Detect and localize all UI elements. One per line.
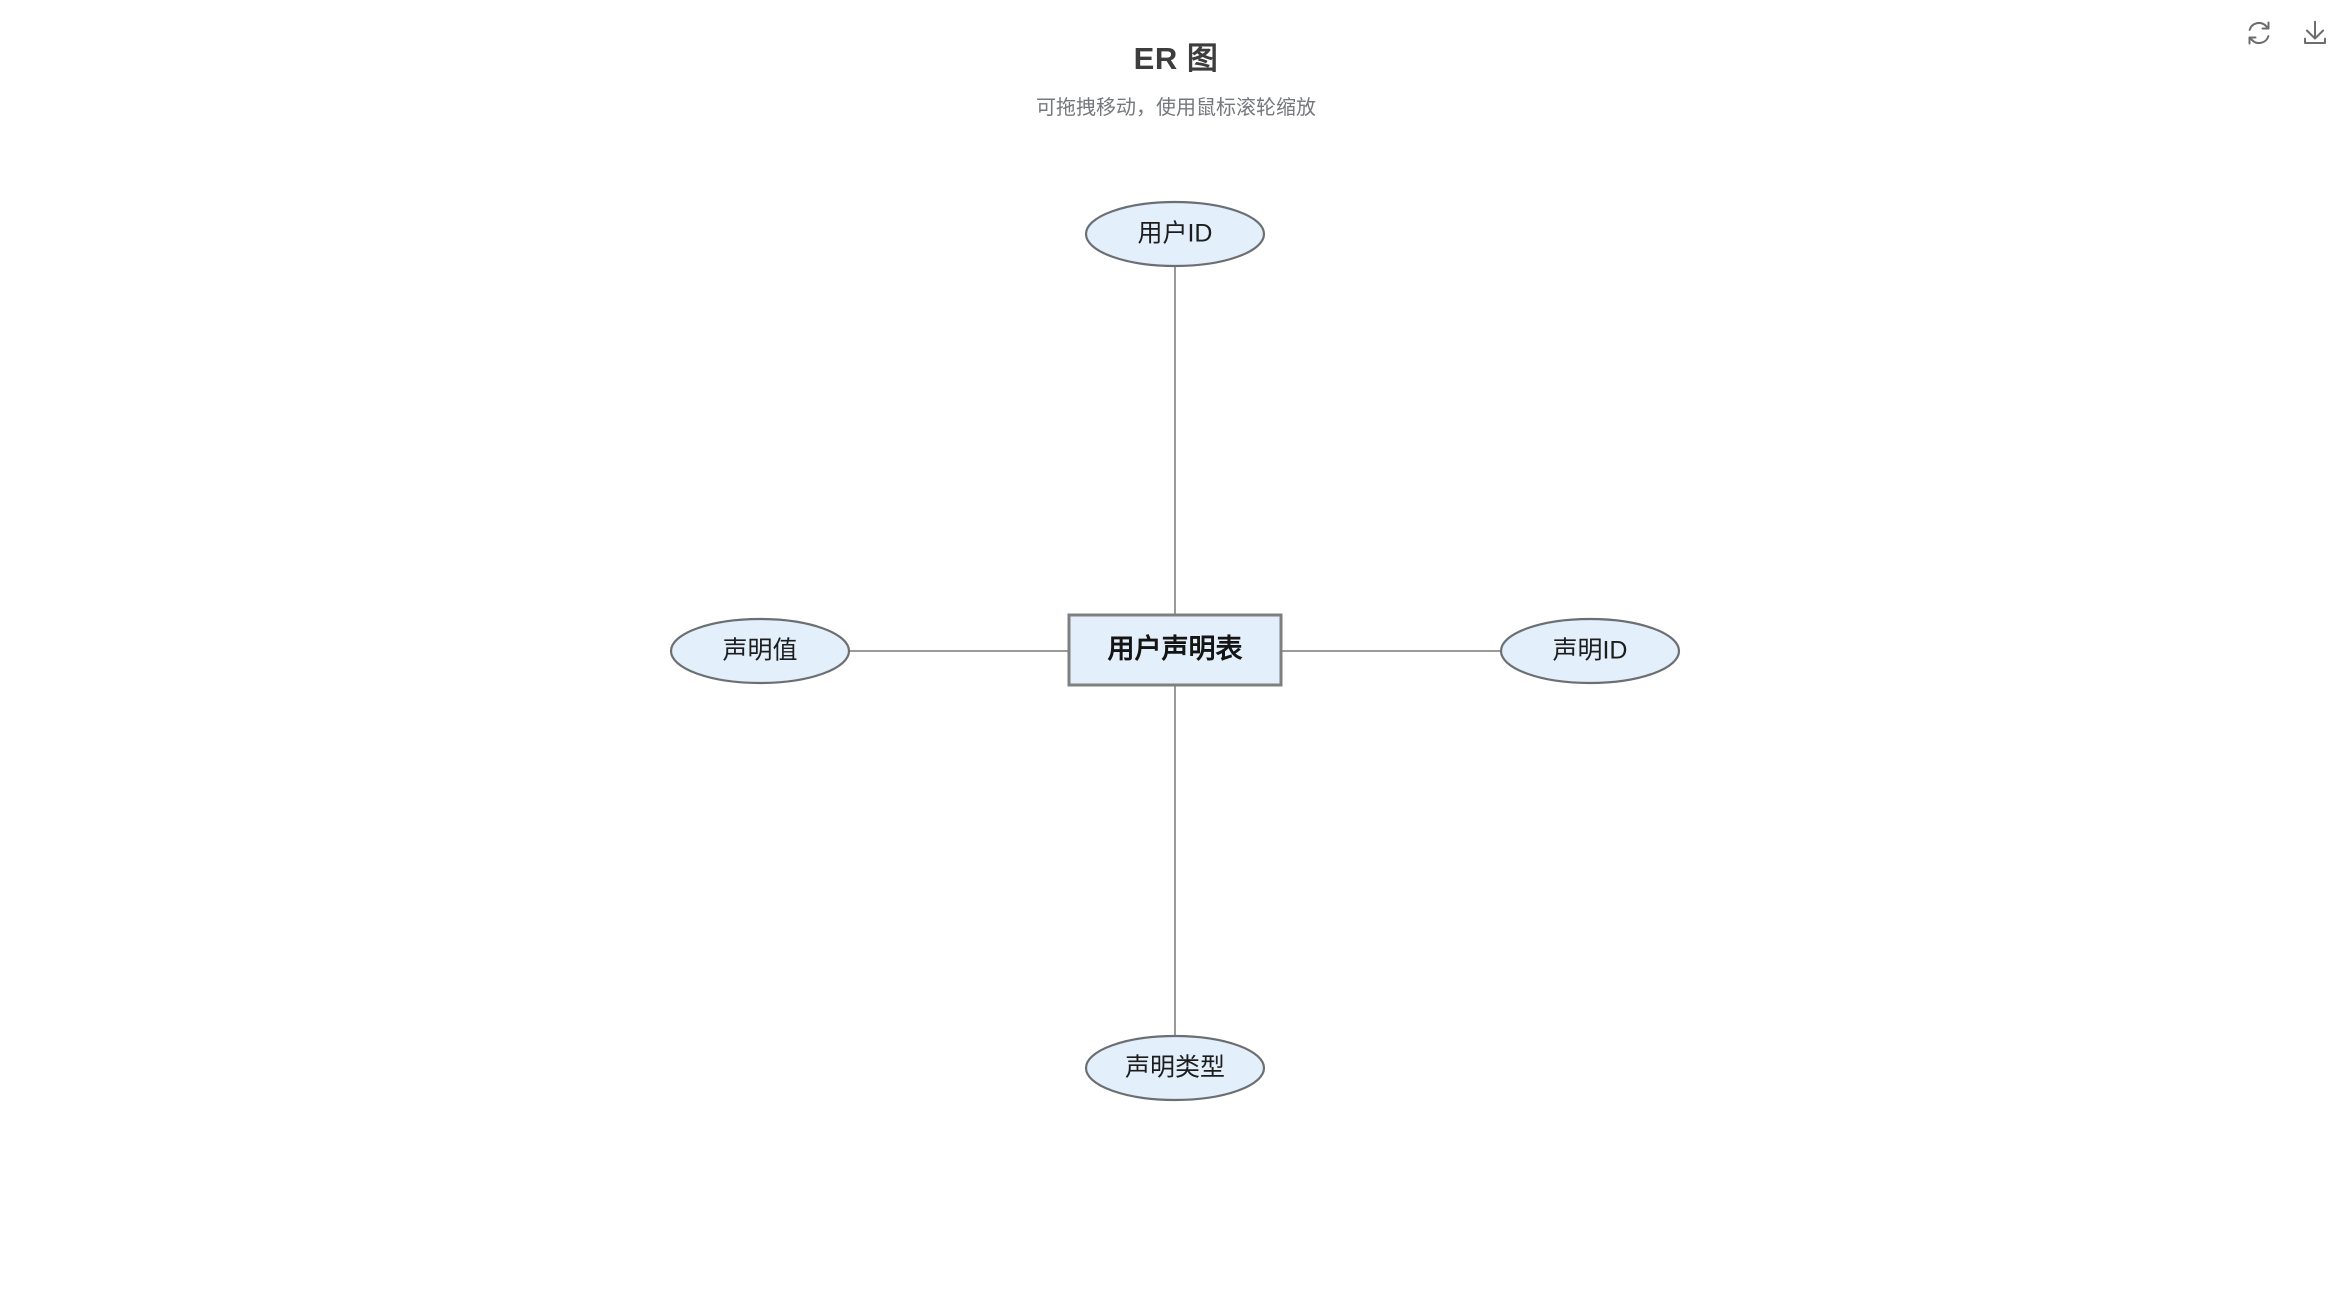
er-attribute-node[interactable]: 声明值: [669, 617, 851, 685]
er-attribute-label: 声明值: [722, 637, 797, 665]
er-attribute-label: 声明ID: [1552, 637, 1627, 665]
links-layer: [849, 266, 1501, 1036]
er-attribute-label: 用户ID: [1137, 220, 1212, 248]
er-attribute-shape[interactable]: [669, 617, 851, 685]
download-button[interactable]: [2296, 14, 2334, 52]
er-entity-label: 用户声明表: [1108, 633, 1243, 664]
refresh-icon: [2244, 18, 2274, 48]
er-attribute-shape[interactable]: [1084, 1034, 1266, 1102]
er-attribute-node[interactable]: 声明ID: [1499, 617, 1681, 685]
er-attribute-node[interactable]: 声明类型: [1084, 1034, 1266, 1102]
er-entity-node[interactable]: 用户声明表: [1067, 613, 1283, 687]
er-attribute-shape[interactable]: [1084, 200, 1266, 268]
er-attribute-node[interactable]: 用户ID: [1084, 200, 1266, 268]
download-icon: [2300, 18, 2330, 48]
nodes-layer: 用户声明表 用户ID 声明值 声明ID 声明类型: [669, 200, 1681, 1102]
er-attribute-shape[interactable]: [1499, 617, 1681, 685]
er-entity-shape[interactable]: [1067, 613, 1283, 687]
er-attribute-label: 声明类型: [1125, 1054, 1225, 1082]
toolbar: [2240, 14, 2334, 52]
refresh-button[interactable]: [2240, 14, 2278, 52]
